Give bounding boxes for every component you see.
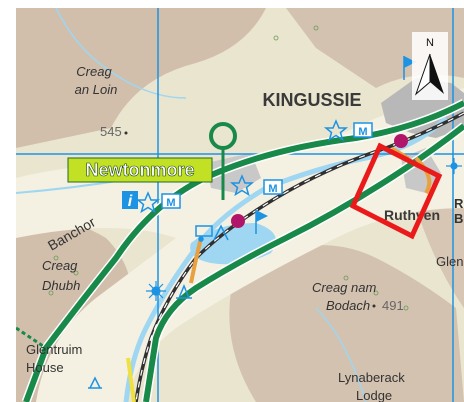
place-label-ruthven[interactable]: Ruthven — [384, 207, 440, 223]
place-label-glen-partial: Glen — [436, 254, 463, 269]
star-icon[interactable] — [135, 191, 161, 214]
viewpoint-icons — [146, 158, 462, 301]
railway-line-dash — [135, 112, 464, 402]
viewpoint-icon[interactable] — [146, 281, 166, 301]
place-label-newtonmore[interactable]: Newtonmore — [85, 160, 195, 181]
place-label-kingussie[interactable]: KINGUSSIE — [262, 90, 361, 110]
newtonmore-label-bg — [67, 157, 213, 183]
picnic-icon[interactable] — [176, 284, 192, 299]
place-label-b-partial: B — [454, 211, 463, 226]
label-creag-an-loin-2: an Loin — [75, 82, 118, 97]
label-creag-nam-bodach-2: Bodach — [326, 298, 370, 313]
info-icon[interactable]: i — [122, 191, 138, 210]
minor-road-ruthven — [414, 156, 432, 195]
minor-road-south — [126, 357, 136, 402]
museum-icon-letter: M — [166, 197, 175, 209]
flag-icons — [255, 56, 416, 234]
caravan-icon[interactable] — [195, 225, 213, 237]
minor-road-stub — [391, 146, 410, 160]
label-creag-an-loin-1: Creag — [76, 64, 112, 79]
viewpoint-icon[interactable] — [446, 158, 462, 174]
label-creag-dhubh-1: Creag — [42, 258, 78, 273]
label-creag-nam-bodach-1: Creag nam — [312, 280, 376, 295]
newtonmore-location-pin[interactable] — [209, 122, 237, 200]
place-marker-newtonmore[interactable] — [231, 214, 245, 228]
star-icon[interactable] — [323, 119, 349, 142]
place-label-glentruim-1[interactable]: Glentruim — [26, 342, 82, 357]
north-arrow[interactable]: N — [412, 32, 448, 100]
north-arrow-right — [430, 54, 444, 94]
star-icon[interactable] — [229, 174, 255, 197]
museum-icon[interactable] — [161, 193, 181, 209]
stream-north — [55, 8, 187, 99]
map-canvas[interactable]: i M M M — [16, 8, 464, 402]
attraction-icons — [135, 119, 349, 214]
museum-icon[interactable] — [353, 122, 373, 138]
woodland-symbols — [48, 25, 409, 311]
museum-icon-letter: M — [268, 183, 277, 195]
road-a86[interactable] — [23, 100, 464, 402]
map-viewport[interactable]: i M M M — [16, 8, 464, 402]
north-arrow-left — [414, 53, 431, 96]
place-label-lynaberack-2[interactable]: Lodge — [356, 388, 392, 402]
spot-height-545: 545 — [100, 124, 122, 139]
spot-height-dot — [372, 304, 376, 308]
museum-icons: M M M — [161, 122, 373, 209]
museum-icon[interactable] — [263, 179, 283, 195]
caravan-icon-south[interactable] — [88, 376, 102, 389]
spot-height-dot — [124, 131, 128, 135]
north-label: N — [426, 37, 434, 49]
camp-icons — [88, 224, 229, 389]
hill-shading-se — [229, 245, 464, 402]
stream-south — [315, 307, 367, 402]
place-marker-kingussie[interactable] — [394, 134, 408, 148]
info-icon-letter: i — [128, 193, 133, 210]
flag-icon[interactable] — [256, 210, 268, 222]
highlight-box[interactable] — [349, 142, 443, 240]
hill-shading-e — [416, 203, 464, 308]
campsite-icon[interactable] — [213, 224, 229, 241]
place-label-r-partial: R — [454, 196, 464, 211]
label-creag-dhubh-2: Dhubh — [42, 278, 80, 293]
flag-icon[interactable] — [404, 56, 416, 68]
place-label-lynaberack-1[interactable]: Lynaberack — [338, 370, 405, 385]
cycle-route — [16, 326, 47, 350]
place-label-glentruim-2[interactable]: House — [26, 360, 64, 375]
museum-icon-letter: M — [358, 126, 367, 138]
spot-height-491: 491 — [382, 298, 404, 313]
